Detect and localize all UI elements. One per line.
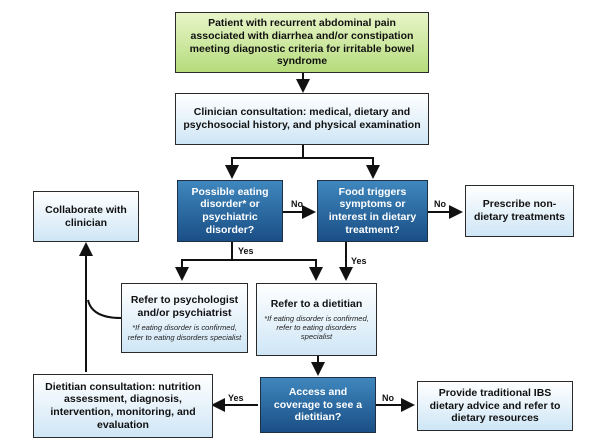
eating-disorder-decision: Possible eating disorder* or psychiatric… — [177, 180, 283, 242]
arrow-eating-down — [175, 242, 233, 281]
prescribe-node-text: Prescribe non-dietary treatments — [473, 198, 566, 223]
refer-psychologist-note: *If eating disorder is confirmed, refer … — [127, 323, 242, 342]
refer-dietitian-node: Refer to a dietitian *If eating disorder… — [256, 283, 377, 356]
traditional-advice-node: Provide traditional IBS dietary advice a… — [417, 381, 573, 431]
arrow-eating-to-dietitian — [232, 259, 323, 281]
edge-label-no-access: No — [382, 393, 394, 403]
eating-disorder-decision-text: Possible eating disorder* or psychiatric… — [191, 185, 269, 236]
prescribe-node: Prescribe non-dietary treatments — [465, 185, 574, 237]
arrow-consultation-split — [225, 145, 304, 179]
access-decision-text: Access and coverage to see a dietitian? — [273, 386, 363, 424]
arrow-psych-merge — [87, 299, 122, 319]
edge-label-no-food: No — [434, 199, 446, 209]
consultation-node: Clinician consultation: medical, dietary… — [175, 93, 429, 145]
refer-dietitian-note: *If eating disorder is confirmed, refer … — [264, 314, 369, 342]
dietitian-consultation-node: Dietitian consultation: nutrition assess… — [33, 374, 213, 438]
dietitian-consultation-text: Dietitian consultation: nutrition assess… — [45, 380, 201, 431]
consultation-node-text: Clinician consultation: medical, dietary… — [183, 106, 421, 131]
collaborate-node: Collaborate with clinician — [33, 191, 139, 242]
traditional-advice-text: Provide traditional IBS dietary advice a… — [429, 387, 561, 425]
refer-dietitian-text: Refer to a dietitian — [270, 297, 363, 310]
arrow-consultation-to-food — [303, 157, 380, 179]
access-decision: Access and coverage to see a dietitian? — [260, 377, 376, 433]
refer-psychologist-text: Refer to psychologist and/or psychiatris… — [130, 294, 239, 319]
food-triggers-decision: Food triggers symptoms or interest in di… — [317, 180, 428, 242]
start-node: Patient with recurrent abdominal pain as… — [175, 12, 429, 73]
edge-label-yes-access: Yes — [228, 393, 244, 403]
food-triggers-decision-text: Food triggers symptoms or interest in di… — [328, 185, 417, 236]
edge-label-no-eating: No — [291, 199, 303, 209]
edge-label-yes-eating: Yes — [238, 246, 254, 256]
edge-label-yes-food: Yes — [351, 256, 367, 266]
start-node-text: Patient with recurrent abdominal pain as… — [189, 17, 415, 68]
refer-psychologist-node: Refer to psychologist and/or psychiatris… — [121, 283, 248, 353]
collaborate-node-text: Collaborate with clinician — [45, 203, 127, 229]
